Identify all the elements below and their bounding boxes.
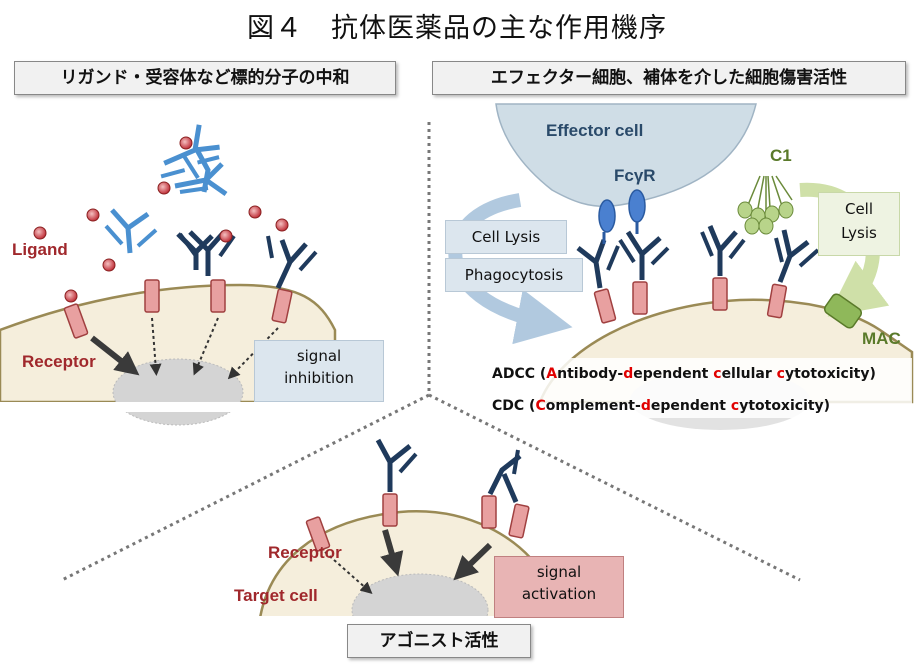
right-target-cell — [480, 298, 914, 430]
ligand-label: Ligand — [12, 240, 68, 259]
c1-complement — [747, 175, 793, 214]
bottom-receptor-label: Receptor — [268, 543, 342, 562]
signal-activation-box: signal activation — [494, 556, 624, 618]
bottom-antibodies — [375, 438, 522, 503]
signal-activation-line1: signal — [536, 563, 582, 581]
left-receptors — [63, 279, 293, 339]
right-receptors — [593, 277, 788, 324]
signal-inhibition-line2: inhibition — [284, 369, 354, 387]
cell-lysis-right-line2: Lysis — [841, 224, 877, 242]
right-bound-antibodies — [576, 225, 820, 289]
mac-label: MAC — [862, 329, 901, 348]
c1-label: C1 — [770, 146, 792, 165]
adcc-definition: ADCC (Antibody-dependent cellular cytoto… — [492, 366, 876, 382]
cdc-definition: CDC (Complement-dependent cytotoxicity) — [492, 398, 831, 414]
fcgr-label: FcγR — [614, 166, 656, 185]
figure-title: 図４ 抗体医薬品の主な作用機序 — [247, 13, 667, 44]
bottom-panel-header: アゴニスト活性 — [347, 624, 531, 658]
signal-activation-line2: activation — [521, 585, 597, 603]
bottom-receptors — [305, 493, 530, 552]
ligands — [33, 136, 289, 303]
target-cell-label: Target cell — [234, 586, 318, 605]
left-bound-antibodies — [178, 230, 318, 290]
effector-cell-label: Effector cell — [546, 121, 644, 140]
cell-lysis-right-box: Cell Lysis — [818, 192, 900, 256]
left-panel-header: リガンド・受容体など標的分子の中和 — [14, 61, 396, 95]
right-panel-header: エフェクター細胞、補体を介した細胞傷害活性 — [432, 61, 906, 95]
effector-cell — [495, 103, 757, 208]
left-bound-antibodies-2 — [176, 232, 214, 270]
c1-heads — [737, 201, 794, 235]
mac-complex — [823, 293, 863, 329]
cell-lysis-left-box: Cell Lysis — [445, 220, 567, 254]
left-free-antibody-top — [182, 146, 211, 193]
left-receptor-label: Receptor — [22, 352, 96, 371]
signal-inhibition-box: signal inhibition — [254, 340, 384, 402]
bottom-arrows — [324, 529, 493, 594]
phagocytosis-box: Phagocytosis — [445, 258, 583, 292]
signal-inhibition-line1: signal — [296, 347, 342, 365]
divider-lines — [61, 122, 801, 582]
cell-lysis-right-line1: Cell — [844, 200, 874, 218]
